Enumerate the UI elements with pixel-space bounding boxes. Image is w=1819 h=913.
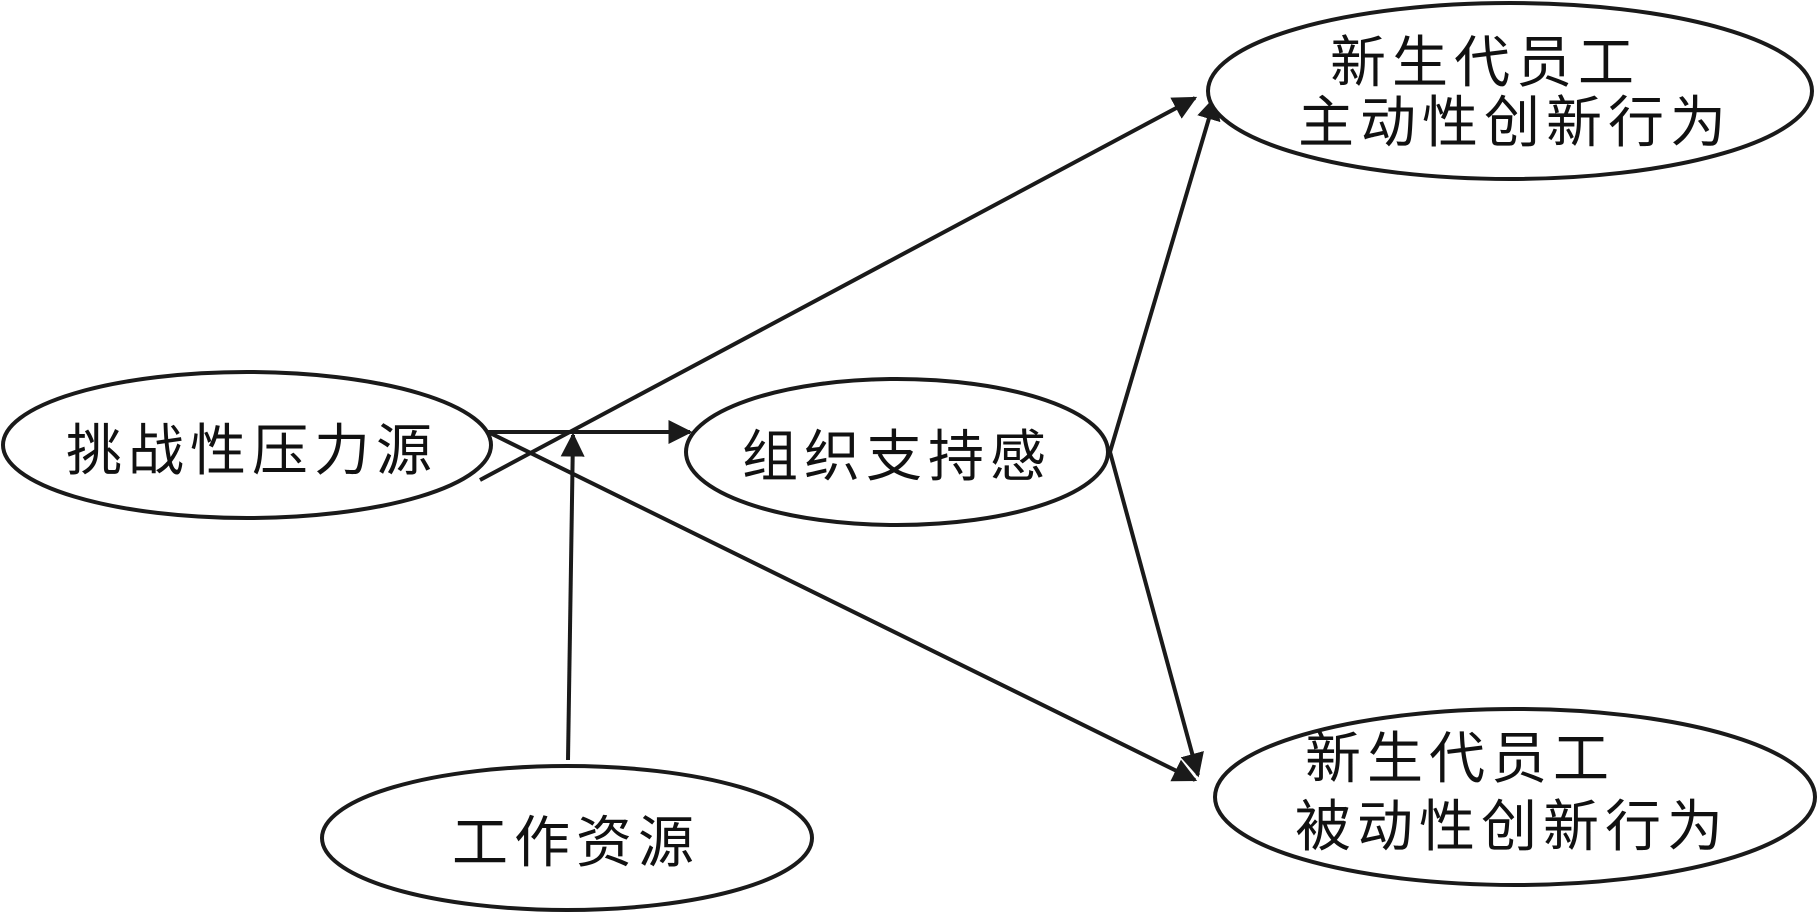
node-proactive-innovation-line2: 主动性创新行为 — [1298, 91, 1732, 156]
node-proactive-innovation-line1: 新生代员工 — [1330, 31, 1640, 96]
node-org-support: 组织支持感 — [684, 377, 1110, 527]
edge-job-resources-moderation — [560, 432, 585, 761]
edge-stressor-to-passive — [487, 430, 1198, 782]
node-passive-innovation-line1: 新生代员工 — [1305, 727, 1615, 792]
node-proactive-innovation: 新生代员工 主动性创新行为 — [1206, 1, 1814, 181]
node-challenge-stressor: 挑战性压力源 — [1, 370, 493, 520]
node-challenge-stressor-label: 挑战性压力源 — [66, 419, 438, 484]
node-job-resources: 工作资源 — [320, 764, 814, 912]
edge-stressor-to-proactive — [479, 96, 1198, 482]
node-passive-innovation-line2: 被动性创新行为 — [1295, 795, 1729, 860]
node-org-support-label: 组织支持感 — [742, 425, 1052, 490]
edge-org-support-to-passive — [1108, 451, 1204, 778]
edge-org-support-to-proactive — [1108, 95, 1221, 453]
node-passive-innovation: 新生代员工 被动性创新行为 — [1213, 707, 1817, 887]
node-job-resources-label: 工作资源 — [452, 811, 700, 876]
